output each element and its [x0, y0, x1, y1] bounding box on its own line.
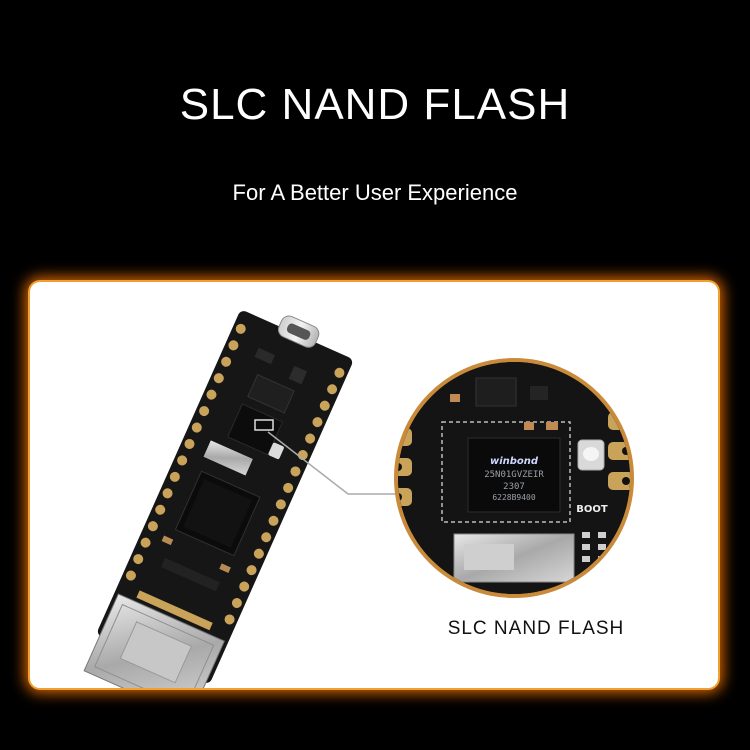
zoom-circle: [394, 358, 634, 598]
boot-label: BOOT: [576, 504, 608, 515]
page-title: SLC NAND FLASH: [179, 80, 571, 129]
pcb-board: [83, 311, 353, 688]
chip-part-number: 25N01GVZEIR: [484, 470, 544, 480]
product-card: winbond 25N01GVZEIR 2307 6228B9400 BOOT …: [30, 282, 718, 688]
nand-flash-chip: [467, 437, 561, 513]
chip-brand: winbond: [489, 456, 539, 467]
chip-lot-code: 6228B9400: [492, 493, 536, 502]
ethernet-port: [83, 593, 225, 688]
page-subtitle: For A Better User Experience: [232, 180, 518, 205]
chip-date-code: 2307: [503, 482, 525, 492]
zoom-caption: SLC NAND FLASH: [447, 618, 625, 639]
product-illustration: [83, 311, 634, 688]
